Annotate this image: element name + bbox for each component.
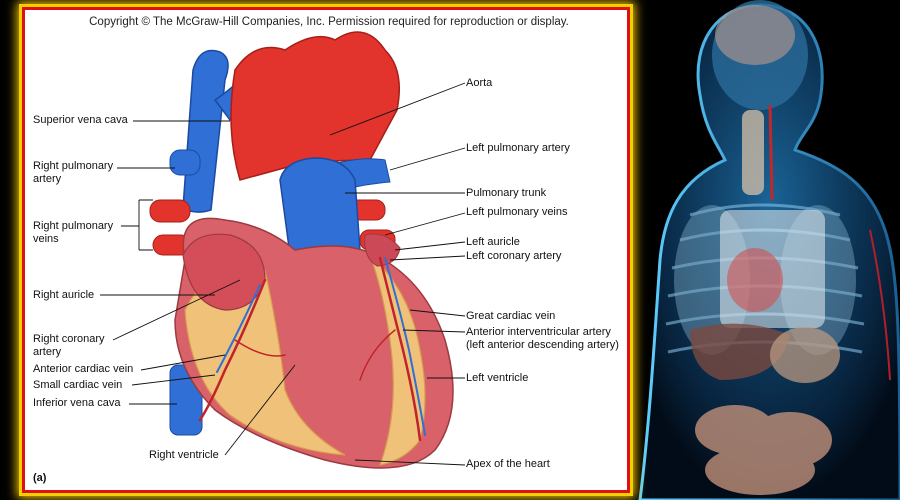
label-pulmonary-trunk: Pulmonary trunk: [466, 187, 547, 199]
label-apex-of-the-heart: Apex of the heart: [466, 458, 550, 470]
label-superior-vena-cava: Superior vena cava: [33, 114, 128, 126]
coronary-vessels: [198, 256, 426, 442]
left-auricle: [364, 233, 401, 267]
right-pulmonary-veins: [149, 199, 191, 223]
label-left-ventricle: Left ventricle: [466, 372, 529, 384]
leader-lines: [100, 82, 466, 466]
right-pulmonary-artery: [169, 149, 201, 176]
superior-vena-cava: [182, 49, 229, 213]
arm-vessel: [869, 229, 891, 381]
label-small-cardiac-vein: Small cardiac vein: [33, 379, 123, 391]
label-right-pulmonary-veins: Right pulmonary veins: [33, 220, 114, 245]
figure-letter: (a): [33, 472, 47, 484]
label-right-pulmonary-artery: Right pulmonary artery: [33, 160, 114, 185]
heart-small: [727, 248, 783, 312]
label-left-pulmonary-veins: Left pulmonary veins: [466, 206, 568, 218]
aorta: [230, 31, 400, 181]
label-right-ventricle: Right ventricle: [149, 449, 219, 461]
label-right-coronary-artery: Right coronary artery: [33, 333, 105, 358]
label-anterior-cardiac-vein: Anterior cardiac vein: [33, 363, 134, 375]
carotid-artery: [768, 104, 774, 201]
heart-diagram-panel: Copyright © The McGraw-Hill Companies, I…: [22, 7, 630, 493]
label-left-auricle: Left auricle: [466, 236, 520, 248]
label-aorta: Aorta: [466, 77, 493, 89]
brain: [715, 5, 795, 65]
trachea: [742, 110, 764, 195]
label-left-pulmonary-artery: Left pulmonary artery: [466, 142, 570, 154]
liver: [690, 323, 790, 380]
label-inferior-vena-cava: Inferior vena cava: [33, 397, 121, 409]
stomach: [770, 327, 840, 383]
copyright-notice: Copyright © The McGraw-Hill Companies, I…: [89, 16, 569, 28]
label-anterior-interventricular-artery: Anterior interventricular artery (left a…: [466, 326, 619, 351]
heart-illustration: [100, 31, 466, 469]
label-right-auricle: Right auricle: [33, 289, 95, 301]
label-left-coronary-artery: Left coronary artery: [466, 250, 562, 262]
pulmonary-trunk: [279, 157, 361, 258]
label-great-cardiac-vein: Great cardiac vein: [466, 310, 556, 322]
intestines: [695, 405, 832, 495]
